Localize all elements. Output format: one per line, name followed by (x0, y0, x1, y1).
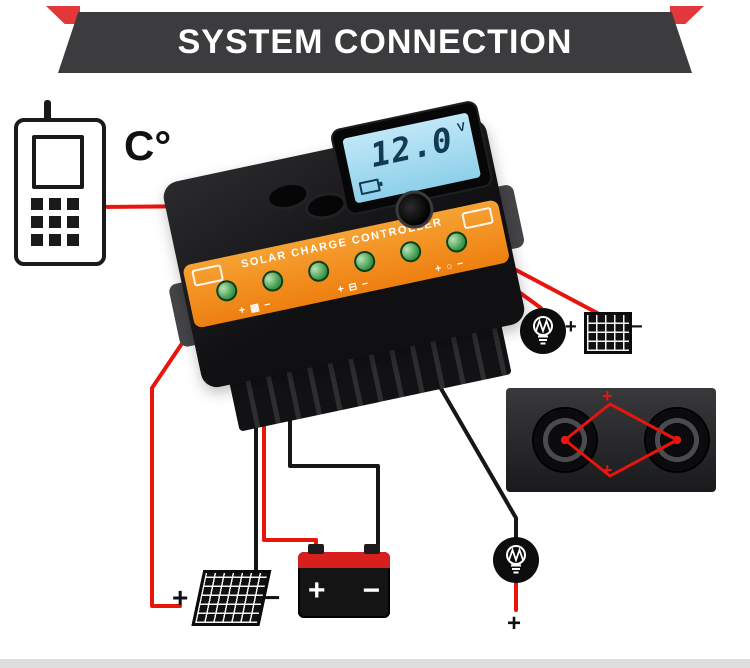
battery-minus-label: − (362, 574, 380, 607)
pv-plus-mark: + (237, 303, 247, 318)
load-minus-mark: − (455, 257, 465, 271)
solar-panel-plus: + (172, 582, 189, 613)
header-banner: SYSTEM CONNECTION (58, 12, 692, 73)
aux-panel-plus: + (565, 316, 577, 338)
antenna-icon (44, 100, 51, 121)
aux-solar-panel-icon (584, 312, 632, 354)
load-bulb-icon: ○ (445, 260, 454, 273)
remote-meter-icon (14, 118, 106, 266)
battery-top-band (298, 552, 390, 568)
remote-keypad (31, 198, 79, 246)
aux-panel-minus: − (631, 316, 643, 338)
keypad-key (67, 198, 79, 210)
speaker-wiring (561, 402, 681, 478)
bulb-bottom-plus: + (507, 610, 522, 637)
bulb-glyph (493, 537, 539, 583)
solar-panel-icon: ▦ (249, 301, 261, 315)
terminal-screw (352, 249, 378, 274)
terminal-screw (306, 258, 332, 284)
keypad-key (49, 216, 61, 228)
speaker-wire-bottom (564, 438, 678, 478)
battery-plus-label: + (308, 574, 326, 607)
speaker-detail-panel: + + (506, 386, 716, 492)
load-bulb-right-icon (519, 307, 567, 355)
battery-terminal-positive (308, 544, 324, 554)
page-title: SYSTEM CONNECTION (177, 23, 573, 61)
panel-grid (584, 312, 632, 354)
keypad-key (31, 234, 43, 246)
remote-screen (32, 135, 84, 189)
panel-grid (191, 570, 272, 626)
terminal-screw (260, 268, 286, 294)
terminal-screw (214, 278, 240, 304)
speaker-plus-bottom: + (602, 460, 613, 480)
pv-minus-mark: − (263, 298, 272, 312)
lcd-voltage-unit: V (455, 119, 467, 135)
bulb-glyph (520, 308, 566, 354)
battery-icon: ⊟ (347, 280, 359, 294)
terminal-screw (444, 229, 470, 255)
speaker-terminal-dot (561, 436, 569, 444)
keypad-key (31, 198, 43, 210)
load-plus-mark: + (433, 262, 443, 276)
lcd-battery-icon (358, 178, 381, 196)
load-bulb-bottom-icon (492, 536, 540, 584)
terminal-screw (398, 239, 424, 265)
speaker-plus-top: + (602, 386, 613, 406)
keypad-key (31, 216, 43, 228)
keypad-key (49, 234, 61, 246)
keypad-key (49, 198, 61, 210)
battery-minus-mark: − (360, 277, 370, 291)
keypad-key (67, 234, 79, 246)
solar-panel-minus: − (264, 582, 281, 613)
battery-icon: + − (298, 544, 390, 618)
battery-terminal-negative (364, 544, 380, 554)
speaker-wire-top (564, 402, 678, 442)
page-bottom-divider (0, 659, 750, 668)
keypad-key (67, 216, 79, 228)
solar-panel-icon (191, 570, 272, 626)
wire-bulb-bottom-negative (434, 378, 518, 542)
battery-plus-mark: + (336, 283, 346, 297)
lcd-voltage-value: 12.0 (366, 119, 457, 175)
temperature-sensor-label: C° (124, 122, 172, 169)
speaker-terminal-dot (673, 436, 681, 444)
